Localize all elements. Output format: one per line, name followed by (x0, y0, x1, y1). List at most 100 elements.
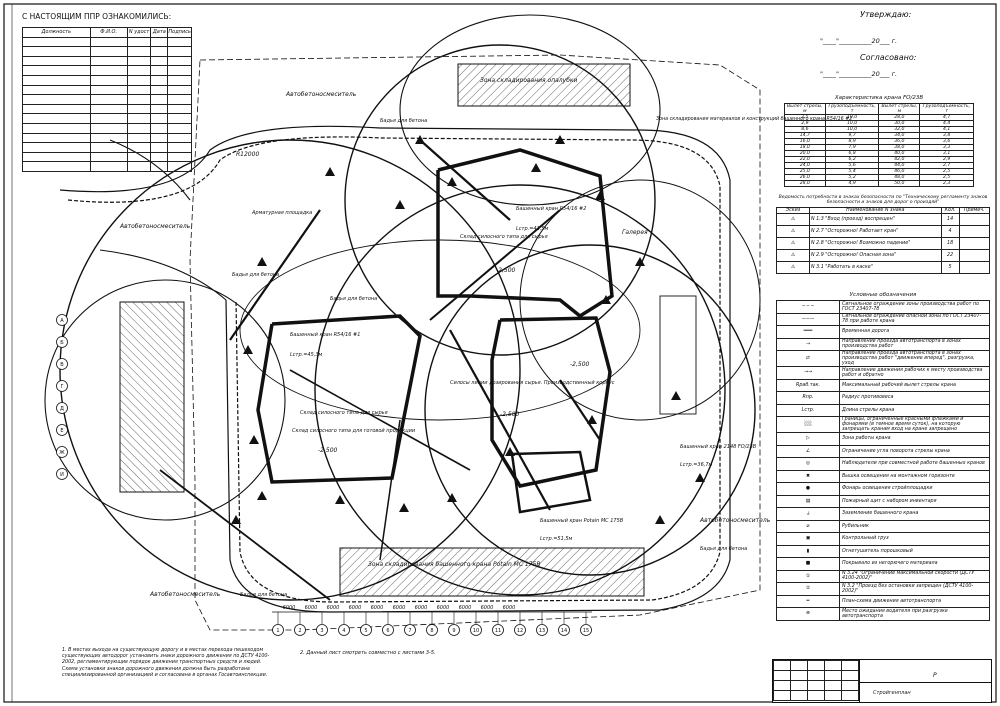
sign-name: N 2.7 "Осторожно! Работает кран" (809, 225, 942, 238)
warning-sign-icon (655, 515, 665, 524)
warning-sign-icon (243, 345, 253, 354)
ack-cell (150, 151, 169, 163)
legend-symbol-icon: Rпр. (776, 391, 840, 405)
building-outline-1 (436, 148, 614, 319)
legend-symbol-icon: →→ (776, 366, 840, 380)
ack-cell (167, 103, 192, 115)
warning-sign-icon (447, 177, 457, 186)
ack-cell (167, 84, 192, 96)
ack-cell (22, 122, 91, 134)
ack-cell (89, 84, 128, 96)
ack-header-cell: Дата (150, 27, 169, 38)
site-boundary (189, 54, 761, 631)
ack-cell (22, 74, 91, 86)
crane-table-title: Характеристика крана FO/23B (834, 95, 924, 101)
signs-row: ⚠N 2.7 "Осторожно! Работает кран"4 (776, 225, 991, 238)
ack-cell (89, 46, 128, 57)
level-mark-3: -2,500 (500, 411, 520, 418)
ack-cell (167, 94, 192, 105)
axis-bubble (492, 624, 504, 636)
ack-cell (126, 132, 152, 144)
ack-cell (89, 65, 128, 76)
storage-zone-right (659, 295, 697, 415)
axis-number: 11 (495, 628, 501, 634)
title-stage: Р (933, 672, 937, 679)
title-grid-cell (824, 680, 842, 691)
axis-bubble (56, 446, 68, 458)
note-2: 2. Данный лист смотреть совместно с лист… (300, 650, 436, 656)
ack-cell (89, 36, 128, 48)
title-grid-cell (773, 670, 791, 681)
warning-sign-icon (249, 435, 259, 444)
ack-cell (89, 132, 128, 144)
legend-symbol-icon: ① (776, 569, 840, 583)
title-divider (859, 660, 860, 702)
axis-letter: Б (60, 340, 64, 346)
ack-row (22, 103, 192, 115)
axis-dimension: 6000 (415, 605, 428, 611)
axis-dimension: 6000 (283, 605, 296, 611)
title-grid (773, 660, 859, 701)
legend-table: ─ ─ ─Сигнальное ограждение зоны производ… (776, 300, 990, 621)
axis-letter: Д (60, 406, 64, 412)
ack-cell (150, 161, 169, 172)
ack-cell (150, 113, 169, 124)
ack-cell (150, 46, 169, 57)
title-grid-cell (841, 690, 859, 701)
axis-bubble (56, 424, 68, 436)
ack-cell (22, 84, 91, 96)
legend-text: Место ожидания водителя при разгрузке ав… (839, 607, 990, 621)
building-outline-3 (490, 316, 612, 488)
signs-row: ⚠N 1.3 "Вход (проезд) воспрещен"14 (776, 213, 991, 226)
title-grid-row (773, 670, 859, 681)
storage-zone-bottom (339, 547, 645, 597)
ack-cell (167, 55, 192, 67)
ack-cell (150, 65, 169, 76)
warning-sign-icon (601, 295, 611, 304)
crane-3-label: Башенный кран Potain MC 175B (540, 518, 624, 524)
legend-row: Rраб.так.Максимальный рабочий вылет стре… (776, 378, 990, 392)
temp-road-1 (59, 125, 731, 613)
crane-jib-7 (159, 469, 331, 601)
ack-row (22, 113, 192, 124)
legend-text: Зона работы крана (839, 432, 990, 446)
ack-cell (22, 161, 91, 172)
title-grid-row (773, 660, 859, 671)
bin-label-2: Бадья для бетона (232, 272, 279, 278)
crane-2-label: Башенный кран R54/16 #2 (516, 206, 586, 212)
ack-cell (89, 55, 128, 67)
legend-text: Временная дорога (839, 325, 990, 339)
ack-header-cell: Подпись (167, 27, 192, 38)
sign-note (958, 249, 991, 262)
crane-jib-3 (449, 329, 551, 511)
legend-row: ●Фонарь освещения стройплощадки (776, 482, 990, 496)
ack-cell (167, 65, 192, 76)
ack-cell (126, 122, 152, 134)
sign-sketch-icon: ⚠ (776, 261, 810, 274)
legend-row: ⏚Заземление башенного крана (776, 507, 990, 521)
bin-label-1: Бадья для бетона (380, 118, 427, 124)
warning-sign-icon (635, 257, 645, 266)
warning-sign-icon (531, 163, 541, 172)
gallery-label: Галерея (622, 229, 648, 236)
legend-text: План-схема движения автотранспорта (839, 594, 990, 608)
ack-cell (22, 94, 91, 105)
ack-cell (89, 151, 128, 163)
mixer-label-2: Автобетоносмеситель (119, 223, 191, 230)
warning-signs (231, 135, 705, 524)
ack-cell (89, 94, 128, 105)
crane-jib-6 (289, 369, 471, 471)
ack-row (22, 65, 192, 76)
ack-row (22, 74, 192, 86)
sheet-frame (3, 3, 997, 703)
title-grid-cell (824, 690, 842, 701)
warning-sign-icon (595, 191, 605, 200)
ack-row (22, 84, 192, 96)
axis-number: 13 (539, 628, 545, 634)
crane-zone-6 (519, 179, 761, 421)
legend-row: ░░Границы, ограниченные красными флажкам… (776, 416, 990, 433)
ack-row (22, 122, 192, 134)
title-grid-cell (773, 660, 791, 671)
